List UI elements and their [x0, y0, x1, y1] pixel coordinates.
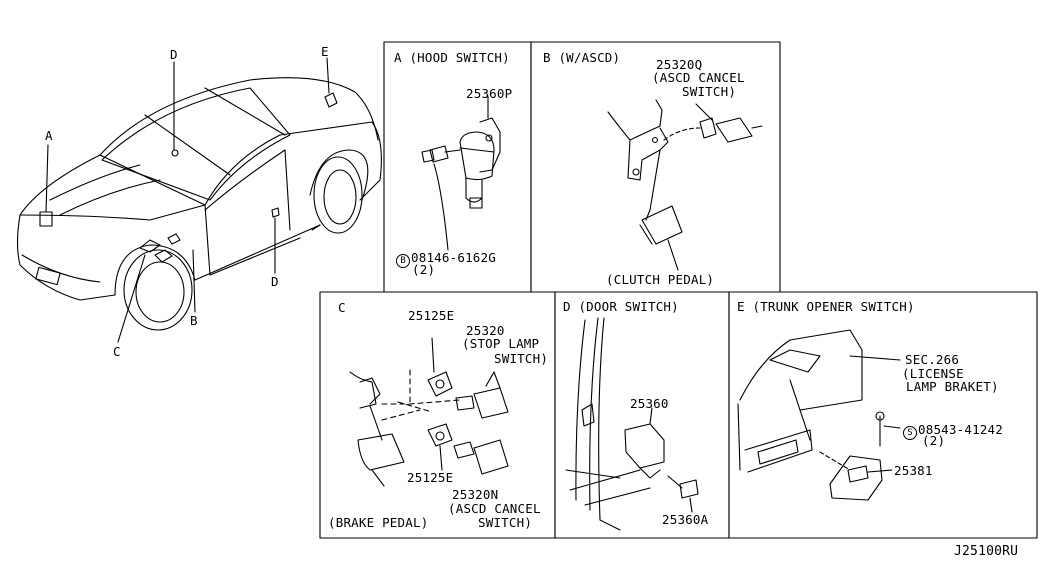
brake-ascd-desc-line1: (ASCD CANCEL	[448, 501, 541, 516]
callout-b: B	[190, 313, 198, 328]
clip-top-part-number: 25125E	[408, 308, 455, 323]
diagram-id: J25100RU	[954, 544, 1019, 559]
panel-c-title: C	[338, 300, 346, 315]
ascd-cancel-desc-line1: (ASCD CANCEL	[652, 70, 745, 85]
screw-symbol: S	[903, 426, 917, 440]
hood-switch-part-number: 25360P	[466, 86, 513, 101]
ascd-cancel-part-number: 25320Q	[656, 57, 703, 72]
hood-switch-drawing	[421, 95, 501, 251]
door-bolt-part-number: 25360A	[662, 512, 709, 527]
panel-b-title: B (W/ASCD)	[543, 50, 621, 65]
callout-d-door: D	[271, 274, 279, 289]
trunk-switch-drawing	[737, 329, 901, 501]
ascd-cancel-desc-line2: SWITCH)	[682, 84, 737, 99]
callout-c: C	[113, 344, 121, 359]
door-switch-part-number: 25360	[630, 396, 669, 411]
brake-ascd-desc-line2: SWITCH)	[478, 515, 533, 530]
callout-e: E	[321, 44, 329, 59]
trunk-screw-quantity: (2)	[922, 433, 946, 448]
bolt-symbol: B	[396, 254, 410, 268]
brake-ascd-part-number: 25320N	[452, 487, 499, 502]
sec-reference: SEC.266	[905, 352, 960, 367]
trunk-screw-part-number: 08543-41242	[918, 422, 1003, 437]
panel-e-title: E (TRUNK OPENER SWITCH)	[737, 299, 915, 314]
stop-lamp-part-number: 25320	[466, 323, 505, 338]
sec-desc-line1: (LICENSE	[902, 366, 964, 381]
door-switch-drawing	[565, 317, 699, 531]
clutch-pedal-drawing	[607, 99, 763, 271]
hood-bolt-part-number: 08146-6162G	[411, 250, 496, 265]
stop-lamp-desc-line1: (STOP LAMP	[462, 336, 540, 351]
clutch-pedal-label: (CLUTCH PEDAL)	[606, 272, 715, 287]
brake-pedal-label: (BRAKE PEDAL)	[328, 515, 429, 530]
hood-bolt-quantity: (2)	[412, 262, 436, 277]
brake-pedal-drawing	[349, 337, 509, 487]
panel-a-title: A (HOOD SWITCH)	[394, 50, 510, 65]
callout-a: A	[45, 128, 53, 143]
sec-desc-line2: LAMP BRAKET)	[906, 379, 999, 394]
panel-d-title: D (DOOR SWITCH)	[563, 299, 679, 314]
car-overview-drawing	[16, 57, 382, 343]
panel-frames	[319, 41, 1038, 539]
stop-lamp-desc-line2: SWITCH)	[494, 351, 549, 366]
trunk-switch-part-number: 25381	[894, 463, 933, 478]
clip-bottom-part-number: 25125E	[407, 470, 454, 485]
callout-d-roof: D	[170, 47, 178, 62]
